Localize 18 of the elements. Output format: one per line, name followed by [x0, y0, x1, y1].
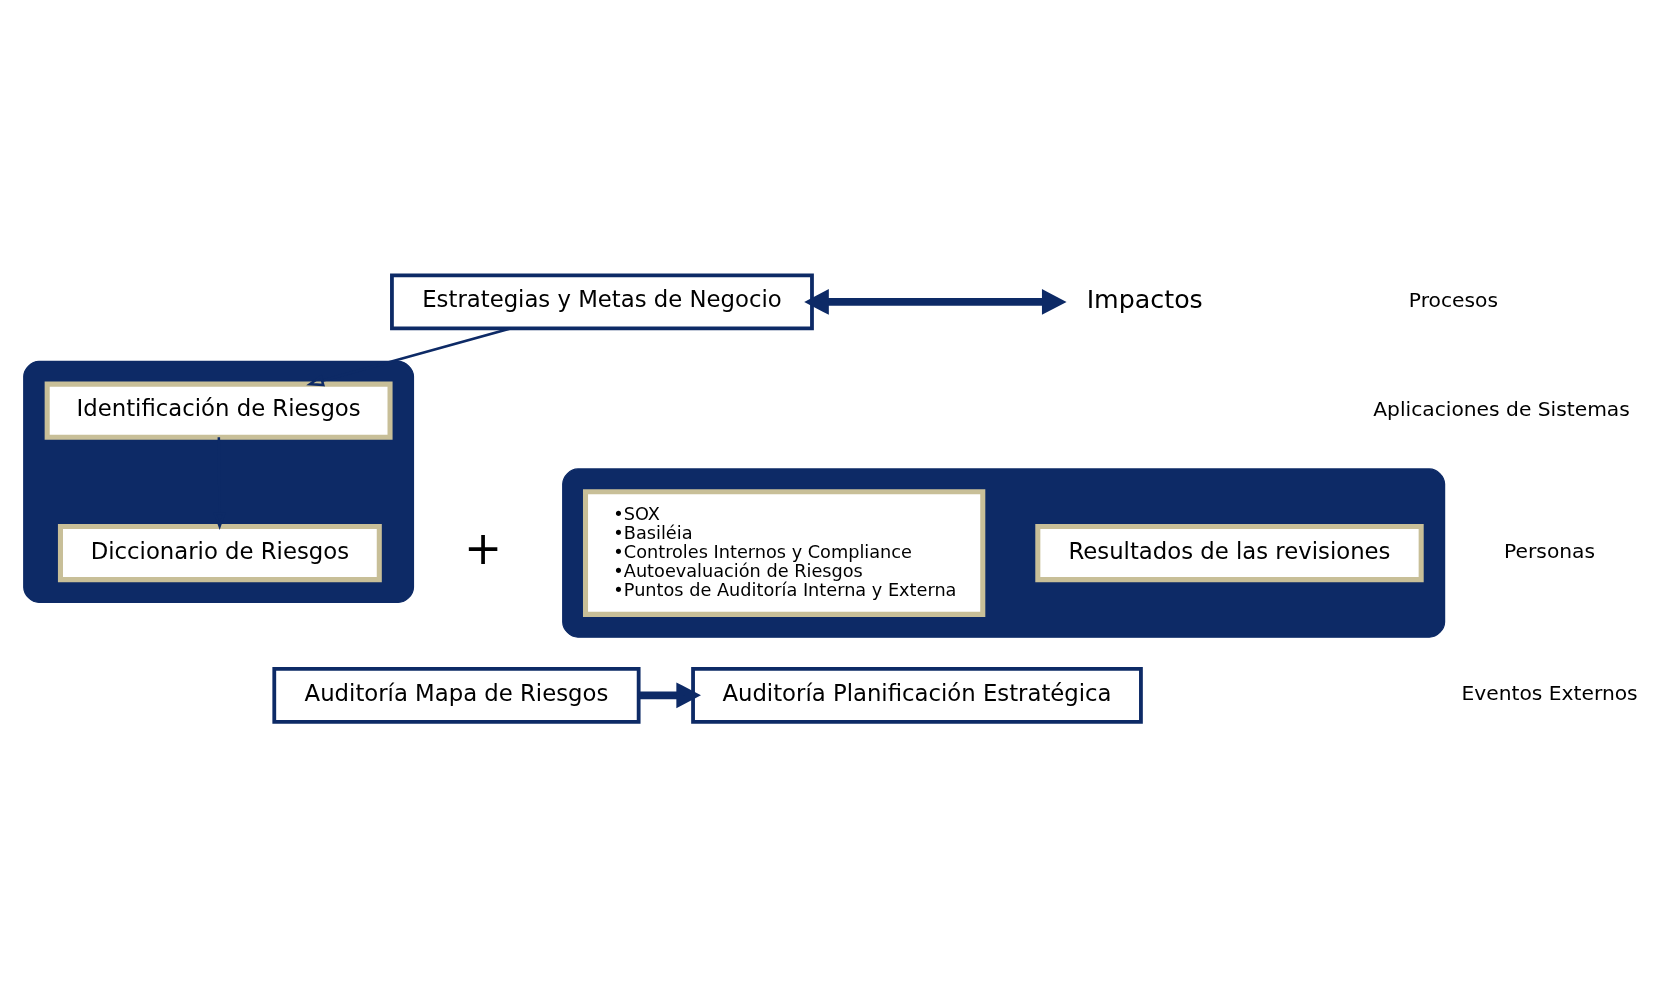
label: Eventos Externos [1461, 680, 1638, 705]
node-box: Resultados de las revisiones [1035, 523, 1424, 582]
node-box: Identificación de Riesgos [44, 381, 393, 440]
arrow [639, 681, 701, 708]
label: Personas [1504, 538, 1596, 563]
cluster [562, 467, 1446, 638]
node-text: Impactos [1086, 284, 1203, 314]
arrow [804, 288, 1067, 315]
node-box: Auditoría Mapa de Riesgos [272, 666, 641, 724]
node-box: Auditoría Planificación Estratégica [691, 666, 1143, 724]
node-box: Diccionario de Riesgos [57, 523, 382, 582]
label: Procesos [1408, 287, 1499, 312]
node-box: Estrategias y Metas de Negocio [390, 272, 814, 330]
node-box: •SOX •Basiléia •Controles Internos y Compliance •Autoevaluación de Riesgos •Puntos de Auditoría Interna y Externa [583, 488, 986, 617]
label: Aplicaciones de Sistemas [1373, 396, 1630, 421]
arrow [306, 326, 511, 386]
label: + [463, 521, 503, 575]
cluster [23, 360, 415, 603]
